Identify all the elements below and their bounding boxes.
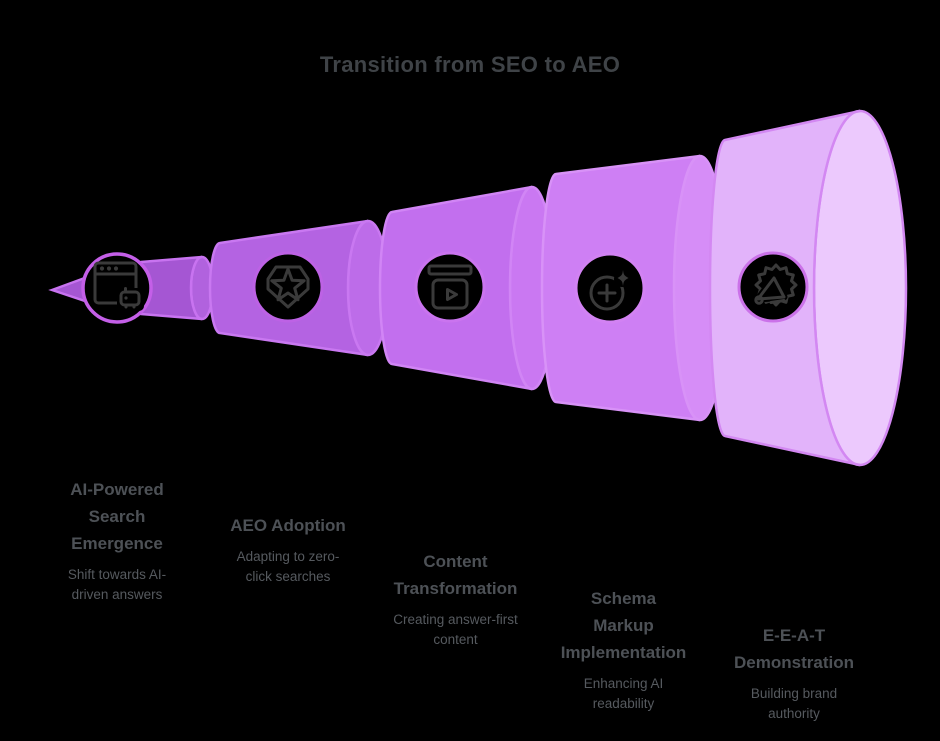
stage-3-label: Content Transformation Creating answer-f… <box>378 549 533 650</box>
stage-2-subtitle: Adapting to zero- click searches <box>236 548 340 585</box>
stage-4-subtitle: Enhancing AI readability <box>583 675 664 711</box>
add-sparkle-icon <box>589 270 630 311</box>
stage-3-heading: Content Transformation <box>393 552 518 598</box>
stage-2-heading: AEO Adoption <box>230 516 346 535</box>
badge-star-icon <box>266 265 310 309</box>
stage-5-heading: E-E-A-T Demonstration <box>734 626 854 672</box>
stage-2-label: AEO Adoption Adapting to zero- click sea… <box>213 513 363 587</box>
stage-4-label: Schema Markup Implementation Enhancing A… <box>546 586 701 714</box>
stage-2-circle <box>252 251 324 323</box>
stage-5-label: E-E-A-T Demonstration Building brand aut… <box>714 623 874 724</box>
diagram-title: Transition from SEO to AEO <box>319 52 621 77</box>
stage-5-subtitle: Building brand authority <box>750 685 838 721</box>
stage-4-heading: Schema Markup Implementation <box>560 589 687 662</box>
stage-1-heading: AI-Powered Search Emergence <box>70 480 164 553</box>
stage-3-subtitle: Creating answer-first content <box>393 611 518 647</box>
stage-1-subtitle: Shift towards AI- driven answers <box>67 566 167 602</box>
stage-4-circle <box>574 252 646 324</box>
browser-robot-icon <box>93 261 144 311</box>
megaphone-burst-icon <box>754 263 798 307</box>
stage-3-circle <box>414 251 486 323</box>
video-browser-icon <box>427 264 473 310</box>
stage-1-label: AI-Powered Search Emergence Shift toward… <box>42 477 192 605</box>
